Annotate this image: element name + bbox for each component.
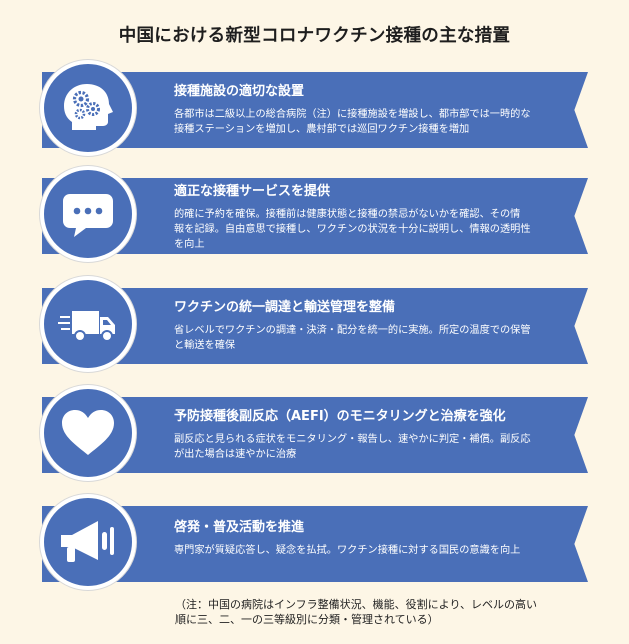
measure-description: 的確に予約を確保。接種前は健康状態と接種の禁忌がないかを確認、その情 報を記録。… (174, 207, 575, 252)
measure-item-4: 予防接種後副反応（AEFI）のモニタリングと治療を強化 副反応と見られる症状をモ… (0, 385, 629, 485)
desc-line: 省レベルでワクチンの調達・決済・配分を統一的に実施。所定の温度での保管 (174, 325, 531, 336)
megaphone-icon (61, 521, 114, 562)
measure-item-1: 接種施設の適切な設置 各都市は二級以上の総合病院（注）に接種施設を増設し、都市部… (0, 60, 629, 160)
desc-line: 専門家が質疑応答し、疑念を払拭。ワクチン接種に対する国民の意識を向上 (174, 545, 521, 556)
footnote: （注：中国の病院はインフラ整備状況、機能、役割により、レベルの高い 順に三、二、… (175, 597, 595, 627)
icon-circle (40, 276, 136, 372)
desc-line: 接種ステーションを増加し、農村部では巡回ワクチン接種を増加 (174, 124, 470, 135)
measure-heading: 予防接種後副反応（AEFI）のモニタリングと治療を強化 (174, 409, 506, 424)
icon-circle (40, 385, 136, 481)
desc-line: が出た場合は速やかに治療 (174, 449, 297, 460)
measure-description: 各都市は二級以上の総合病院（注）に接種施設を増設し、都市部では一時的な 接種ステ… (174, 107, 575, 137)
desc-line: と輸送を確保 (174, 340, 236, 351)
heart-icon (62, 410, 114, 455)
measure-heading: 啓発・普及活動を推進 (174, 520, 305, 535)
desc-line: 副反応と見られる症状をモニタリング・報告し、速やかに判定・補償。副反応 (174, 434, 531, 445)
measure-item-5: 啓発・普及活動を推進 専門家が質疑応答し、疑念を払拭。ワクチン接種に対する国民の… (0, 494, 629, 594)
measure-item-3: ワクチンの統一調達と輸送管理を整備 省レベルでワクチンの調達・決済・配分を統一的… (0, 276, 629, 376)
measure-heading: 接種施設の適切な設置 (174, 84, 305, 99)
desc-line: を向上 (174, 239, 205, 250)
measure-heading: 適正な接種サービスを提供 (174, 184, 331, 199)
icon-circle (40, 166, 136, 262)
measure-heading: ワクチンの統一調達と輸送管理を整備 (174, 300, 396, 315)
footnote-line: （注：中国の病院はインフラ整備状況、機能、役割により、レベルの高い (175, 598, 538, 611)
measure-description: 専門家が質疑応答し、疑念を払拭。ワクチン接種に対する国民の意識を向上 (174, 543, 575, 558)
truck-icon (58, 311, 115, 342)
icon-circle (40, 494, 136, 590)
measure-description: 副反応と見られる症状をモニタリング・報告し、速やかに判定・補償。副反応 が出た場… (174, 432, 575, 462)
footnote-line: 順に三、二、一の三等級別に分類・管理されている） (175, 613, 439, 626)
desc-line: 各都市は二級以上の総合病院（注）に接種施設を増設し、都市部では一時的な (174, 109, 531, 120)
measure-description: 省レベルでワクチンの調達・決済・配分を統一的に実施。所定の温度での保管 と輸送を… (174, 323, 575, 353)
desc-line: 報を記録。自由意思で接種し、ワクチンの状況を十分に説明し、情報の透明性 (174, 224, 531, 235)
icon-circle (40, 60, 136, 156)
page-title: 中国における新型コロナワクチン接種の主な措置 (118, 26, 511, 46)
speech-bubble-icon (63, 194, 113, 237)
desc-line: 的確に予約を確保。接種前は健康状態と接種の禁忌がないかを確認、その情 (174, 209, 521, 220)
gear-head-icon (64, 84, 113, 130)
measure-item-2: 適正な接種サービスを提供 的確に予約を確保。接種前は健康状態と接種の禁忌がないか… (0, 166, 629, 266)
